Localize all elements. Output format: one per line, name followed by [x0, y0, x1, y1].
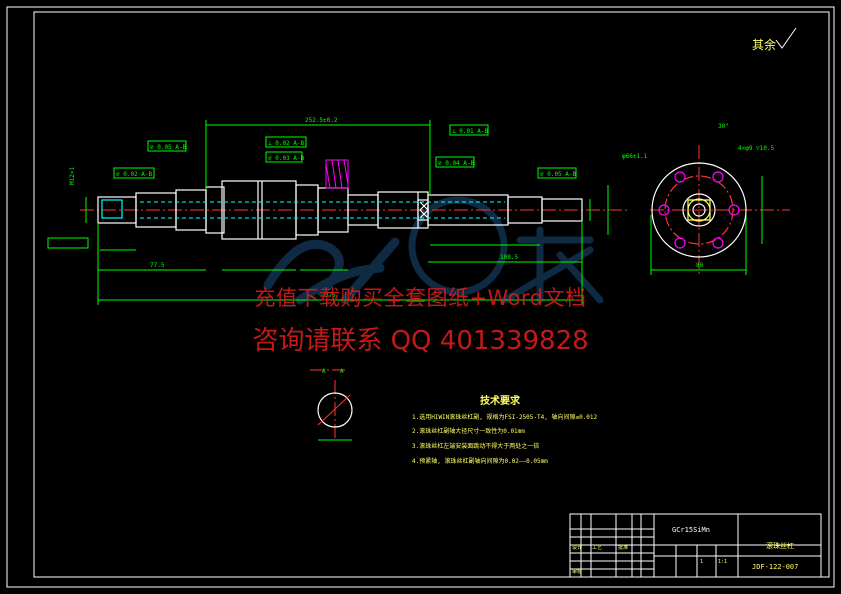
dim-flange-holes: 4×φ9 ▽10.5: [738, 145, 775, 152]
nut-hatch: [325, 159, 349, 189]
tol-frame-3: ⊥ 0.02 A-B: [268, 140, 305, 147]
title-block: [569, 513, 822, 578]
quantity-text: 1: [700, 559, 703, 565]
drawing-no-text: JDF-122-007: [752, 563, 798, 571]
dim-right-length: 108.5: [500, 254, 518, 261]
thread-hidden-lines: [140, 201, 505, 219]
corner-roughness: 其余: [752, 27, 797, 52]
flange-end-view: [651, 162, 747, 258]
section-a-a: [317, 392, 353, 441]
roughness-symbol-icon: [775, 27, 797, 49]
tech-req-item-1: 1.选用HIWIN滚珠丝杠副, 规格为FSI-2505-T4, 轴向间隙≤0.0…: [412, 413, 598, 421]
watermark-line-1: 充值下载购买全套图纸+Word文档: [254, 286, 587, 310]
scale-text: 1:1: [718, 559, 727, 565]
dim-flange-bottom: 80: [696, 262, 704, 269]
dim-flange-note: φ66±1.1: [622, 153, 648, 160]
approve-text: 批准: [618, 544, 628, 551]
section-label-right: A: [340, 368, 344, 375]
logo-swoosh-icon: [263, 196, 604, 305]
centerline: [80, 145, 790, 440]
dim-overall: 375: [325, 292, 336, 299]
material-text: GCr15SiMn: [672, 526, 710, 534]
tech-req-item-2: 2.滚珠丝杠副轴大径尺寸一致性为0.01mm: [412, 427, 525, 435]
tech-req-item-4: 4.预紧轴, 滚珠丝杠副轴向间隙为0.02——0.05mm: [412, 457, 548, 465]
dim-top-total: 252.5±0.2: [305, 117, 338, 124]
dim-left-length: 77.5: [150, 262, 165, 269]
tech-requirements: 技术要求 1.选用HIWIN滚珠丝杠副, 规格为FSI-2505-T4, 轴向间…: [412, 394, 598, 465]
tol-frame-7: ⌀ 0.05 A-B: [540, 171, 577, 178]
part-name-text: 滚珠丝杠: [766, 541, 794, 550]
tolerance-frames: [47, 124, 577, 249]
tol-frame-6: ⌀ 0.04 A-B: [438, 160, 475, 167]
tech-req-title: 技术要求: [480, 394, 521, 407]
tech-req-item-3: 3.滚珠丝杠左端安装面跳动不得大于两处之一倍: [412, 442, 539, 450]
dim-flange-angle: 30°: [718, 123, 729, 130]
title-block-text: GCr15SiMn 滚珠丝杠 JDF-122-007 1:1 1 设计 审核 工…: [572, 526, 798, 575]
tol-frame-1: ⌀ 0.05 A-B: [150, 144, 187, 151]
tol-frame-2: ⌀ 0.02 A-B: [116, 171, 153, 178]
designer-text: 设计: [572, 544, 582, 551]
screw-shaft: [97, 180, 583, 240]
dimension-lines: [85, 120, 763, 305]
cad-labels: 252.5±0.2 375 77.5 108.5 30° 4×φ9 ▽10.5 …: [69, 117, 775, 375]
tol-frame-4: ⌀ 0.03 A-B: [268, 155, 305, 162]
section-label-left: A: [322, 368, 326, 375]
process-text: 工艺: [592, 545, 602, 551]
tol-frame-5: ⊥ 0.01 A-B: [452, 128, 489, 135]
sheet-border: [6, 6, 835, 588]
watermark-line-2: 咨询请联系 QQ 401339828: [252, 326, 589, 356]
watermark-logo: [263, 196, 604, 305]
corner-mark-text: 其余: [752, 37, 776, 52]
dim-thread-note: M12×1: [69, 167, 76, 185]
checker-text: 审核: [572, 568, 582, 575]
